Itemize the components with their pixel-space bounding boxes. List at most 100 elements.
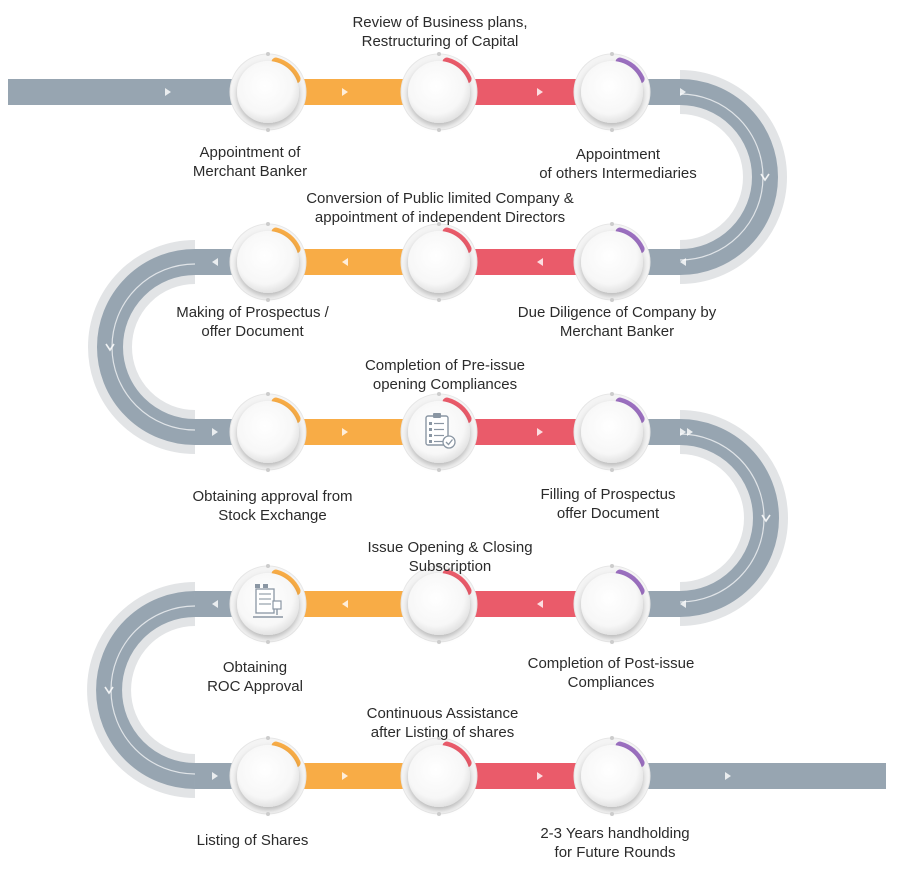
step-8-notch-top [437,392,441,396]
step-2-notch-top [437,52,441,56]
step-10-notch-bottom [610,640,614,644]
step-1-notch-bottom [266,128,270,132]
step-9-line-2: offer Document [556,505,660,522]
step-13-label: Listing of Shares [160,831,345,850]
step-14-face [408,745,470,807]
step-2-line-1: Review of Business plans, [352,14,528,31]
u-turn-1 [679,70,787,284]
step-9-label: Filling of Prospectus offer Document [498,485,718,523]
checklist-clip [433,413,441,418]
step-12-line-1: Obtaining [222,659,288,676]
row-3-chevron-5 [687,428,693,436]
step-6-notch-top [266,222,270,226]
step-13-notch-bottom [266,812,270,816]
row-2-chevron-1 [212,258,218,266]
row-5-chevron-4 [725,772,731,780]
step-11-node [400,564,478,644]
step-3-face [581,61,643,123]
step-3-notch-top [610,52,614,56]
step-1-line-1: Appointment of [199,144,301,161]
step-10-notch-top [610,564,614,568]
u-turn-3-track [679,419,779,617]
step-10-line-1: Completion of Post-issue [527,655,695,672]
step-7-node [229,392,307,472]
step-15-node [573,736,651,816]
step-9-face [581,401,643,463]
step-2-line-2: Restructuring of Capital [361,33,519,50]
step-1-line-2: Merchant Banker [192,163,308,180]
roc-stamp-head [272,600,282,610]
row-5-chevron-3 [537,772,543,780]
step-15-line-2: for Future Rounds [554,844,676,861]
row-5-right-gray [612,763,886,789]
u-turn-4 [87,582,196,798]
step-4-node [573,222,651,302]
step-5-notch-bottom [437,298,441,302]
document-stamp-icon [253,584,283,618]
step-8-line-1: Completion of Pre-issue [364,357,526,374]
step-12-label: Obtaining ROC Approval [175,658,335,696]
step-14-line-2: after Listing of shares [370,724,515,741]
row-3-chevron-1 [212,428,218,436]
row-3-chevron-2 [342,428,348,436]
checklist-box-2 [429,428,432,431]
step-7-line-2: Stock Exchange [218,507,327,524]
step-13-face [237,745,299,807]
step-1-label: Appointment of Merchant Banker [140,143,360,181]
step-11-line-1: Issue Opening & Closing [367,539,533,556]
row-2-chevron-2 [342,258,348,266]
step-14-label: Continuous Assistance after Listing of s… [320,704,565,742]
u-turn-3 [679,410,788,626]
step-5-label: Conversion of Public limited Company & a… [270,189,610,227]
checklist-checkmark [445,439,454,446]
step-6-node [229,222,307,302]
step-13-node [229,736,307,816]
u-turn-4-arrow [104,686,114,695]
step-12-line-2: ROC Approval [207,678,303,695]
row-1-chevron-1 [165,88,171,96]
step-14-notch-top [437,736,441,740]
step-12-notch-top [266,564,270,568]
step-8-line-2: opening Compliances [372,376,518,393]
step-6-line-1: Making of Prospectus / [176,304,329,321]
step-15-notch-bottom [610,812,614,816]
step-5-notch-top [437,222,441,226]
step-6-label: Making of Prospectus / offer Document [140,303,365,341]
step-15-label: 2-3 Years handholding for Future Rounds [500,824,730,862]
step-8-label: Completion of Pre-issue opening Complian… [320,356,570,394]
step-7-line-1: Obtaining approval from [192,488,353,505]
step-11-notch-top [437,564,441,568]
step-5-node [400,222,478,302]
step-5-face [408,231,470,293]
step-3-node [573,52,651,132]
row-4-chevron-1 [212,600,218,608]
step-11-face [408,573,470,635]
step-6-line-2: offer Document [201,323,304,340]
step-9-line-1: Filling of Prospectus [540,486,676,503]
step-12-notch-bottom [266,640,270,644]
step-14-notch-bottom [437,812,441,816]
step-3-line-2: of others Intermediaries [539,165,697,182]
step-7-label: Obtaining approval from Stock Exchange [160,487,385,525]
step-7-face [237,401,299,463]
u-turn-2-arrow [105,343,115,352]
step-4-face [581,231,643,293]
step-10-line-2: Compliances [567,674,655,691]
step-3-notch-bottom [610,128,614,132]
u-turn-1-arrow [760,173,770,182]
row-2-chevron-4 [680,258,686,266]
checklist-box-4 [429,440,432,443]
row-5-chevron-2 [342,772,348,780]
step-2-notch-bottom [437,128,441,132]
step-2-label: Review of Business plans, Restructuring … [300,13,580,51]
step-14-line-1: Continuous Assistance [366,705,519,722]
row-1-chevron-3 [537,88,543,96]
step-15-face [581,745,643,807]
row-3-chevron-4 [680,428,686,436]
u-turn-4-track [96,591,196,789]
step-3-label: Appointment of others Intermediaries [488,145,748,183]
step-4-notch-bottom [610,298,614,302]
step-11-line-2: Subscription [408,558,492,575]
step-10-node [573,564,651,644]
